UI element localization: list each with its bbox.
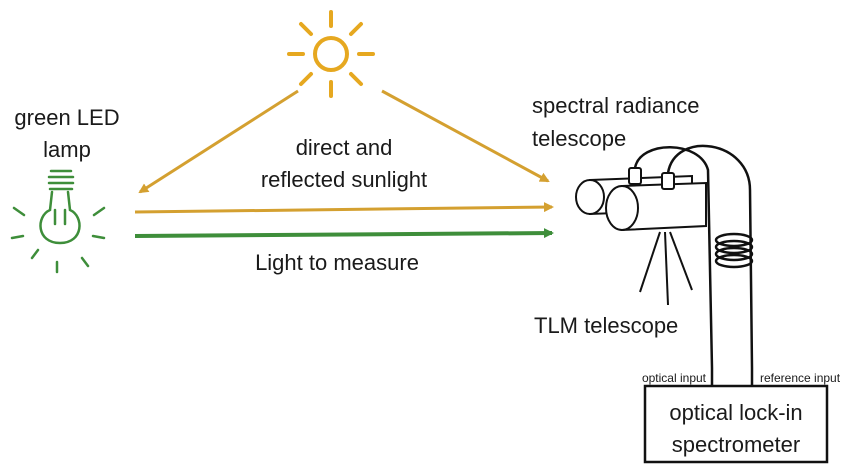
spectral-radiance-telescope <box>575 167 707 306</box>
reference-input-label: reference input <box>760 371 841 385</box>
light-to-measure-arrow <box>134 228 554 239</box>
optical-input-label: optical input <box>642 371 707 385</box>
sun-icon <box>287 10 375 98</box>
fiber-cables <box>633 144 754 369</box>
sunlight-arrow-to-telescope <box>381 89 550 183</box>
spectrometer-label-line2: spectrometer <box>672 432 800 457</box>
sunlight-arrows <box>134 89 554 214</box>
spectrometer-box <box>643 384 829 464</box>
sunlight-label-line2: reflected sunlight <box>261 167 427 192</box>
sunlight-label-line1: direct and <box>296 135 393 160</box>
sunlight-arrow-to-lamp <box>138 89 299 194</box>
lamp-label-line2: lamp <box>43 137 91 162</box>
lamp-label-line1: green LED <box>14 105 119 130</box>
light-bulb-icon <box>10 169 106 274</box>
light-to-measure-label: Light to measure <box>255 250 419 275</box>
tlm-telescope-label: TLM telescope <box>534 313 678 338</box>
spectral-telescope-label-line1: spectral radiance <box>532 93 700 118</box>
sunlight-arrow-horizontal <box>134 202 554 214</box>
spectral-telescope-label-line2: telescope <box>532 126 626 151</box>
spectrometer-label-line1: optical lock-in <box>669 400 802 425</box>
